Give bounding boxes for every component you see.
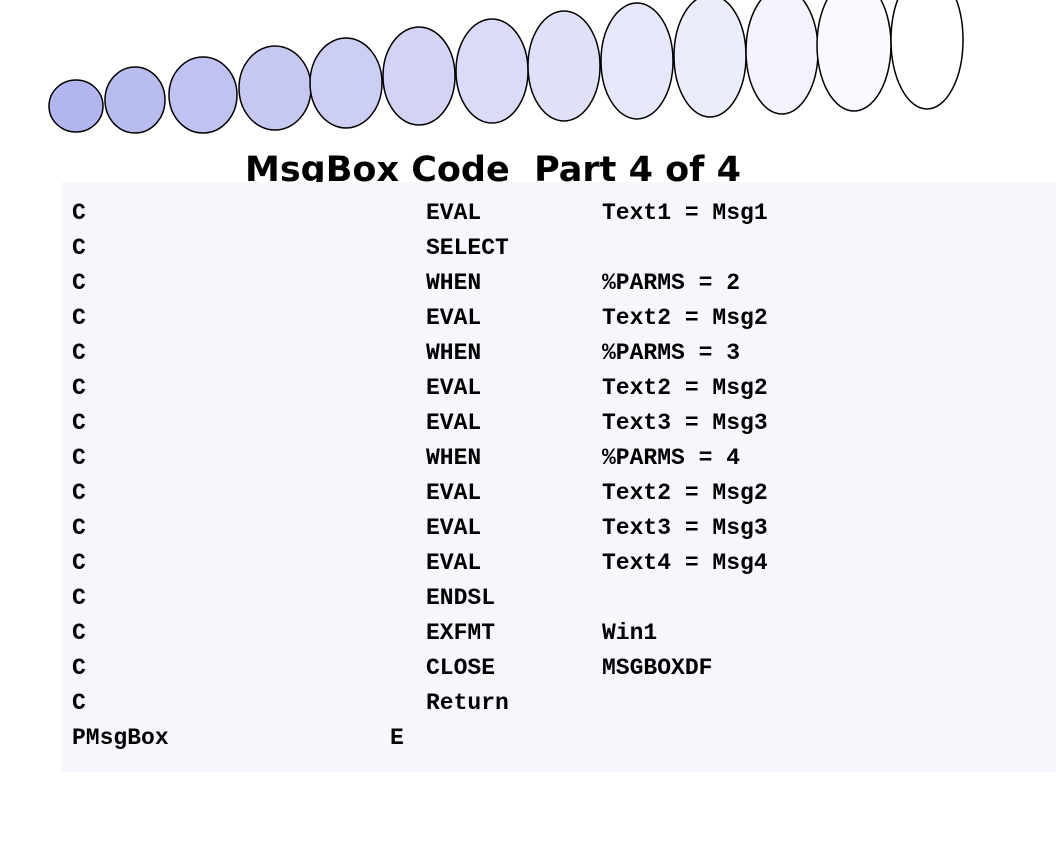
code-opcode: CLOSE <box>426 655 496 681</box>
code-spec: C <box>72 690 86 716</box>
code-factor: %PARMS = 3 <box>602 340 741 366</box>
code-opcode: EVAL <box>426 550 482 576</box>
code-spec: C <box>72 480 86 506</box>
code-factor: Text3 = Msg3 <box>602 515 768 541</box>
code-spec: C <box>72 410 86 436</box>
code-opcode: EVAL <box>426 515 482 541</box>
decor-circle <box>238 45 312 131</box>
decor-circle <box>816 0 892 112</box>
decor-circle <box>48 79 104 133</box>
decor-circle <box>309 37 383 129</box>
code-opcode: WHEN <box>426 270 482 296</box>
code-spec: C <box>72 550 86 576</box>
code-spec: C <box>72 620 86 646</box>
code-factor: %PARMS = 2 <box>602 270 741 296</box>
circle-chain-icon <box>48 0 964 134</box>
code-factor: Text1 = Msg1 <box>602 200 768 226</box>
code-factor: Win1 <box>602 620 658 646</box>
code-opcode: Return <box>426 690 509 716</box>
code-opcode: EVAL <box>426 480 482 506</box>
decor-circle <box>527 10 601 122</box>
code-spec: C <box>72 305 86 331</box>
code-spec: C <box>72 235 86 261</box>
decor-circle <box>455 18 529 124</box>
code-opcode: ENDSL <box>426 585 496 611</box>
code-factor: MSGBOXDF <box>602 655 713 681</box>
code-end-line: PMsgBox E <box>62 721 404 756</box>
code-spec: C <box>72 445 86 471</box>
code-spec: C <box>72 270 86 296</box>
code-opcode: EVAL <box>426 305 482 331</box>
decor-circle <box>745 0 819 115</box>
code-opcode: WHEN <box>426 340 482 366</box>
code-opcode: EVAL <box>426 375 482 401</box>
code-opcode: SELECT <box>426 235 509 261</box>
decor-circle <box>673 0 747 118</box>
code-opcode: WHEN <box>426 445 482 471</box>
code-spec: C <box>72 585 86 611</box>
code-factor: Text4 = Msg4 <box>602 550 768 576</box>
code-spec: C <box>72 375 86 401</box>
code-spec: C <box>72 655 86 681</box>
decor-circle <box>168 56 238 134</box>
code-factor: Text2 = Msg2 <box>602 375 768 401</box>
code-opcode: EVAL <box>426 200 482 226</box>
decor-circle <box>890 0 964 110</box>
code-factor: %PARMS = 4 <box>602 445 741 471</box>
code-opcode: EXFMT <box>426 620 496 646</box>
code-spec: C <box>72 515 86 541</box>
code-spec: C <box>72 200 86 226</box>
procedure-name: PMsgBox <box>72 725 169 751</box>
code-spec: C <box>72 340 86 366</box>
decor-circle <box>600 2 674 120</box>
code-factor: Text3 = Msg3 <box>602 410 768 436</box>
decor-circle <box>104 66 166 134</box>
code-opcode: EVAL <box>426 410 482 436</box>
code-factor: Text2 = Msg2 <box>602 480 768 506</box>
procedure-end-marker: E <box>390 725 404 751</box>
code-factor: Text2 = Msg2 <box>602 305 768 331</box>
decor-circle <box>382 26 456 126</box>
